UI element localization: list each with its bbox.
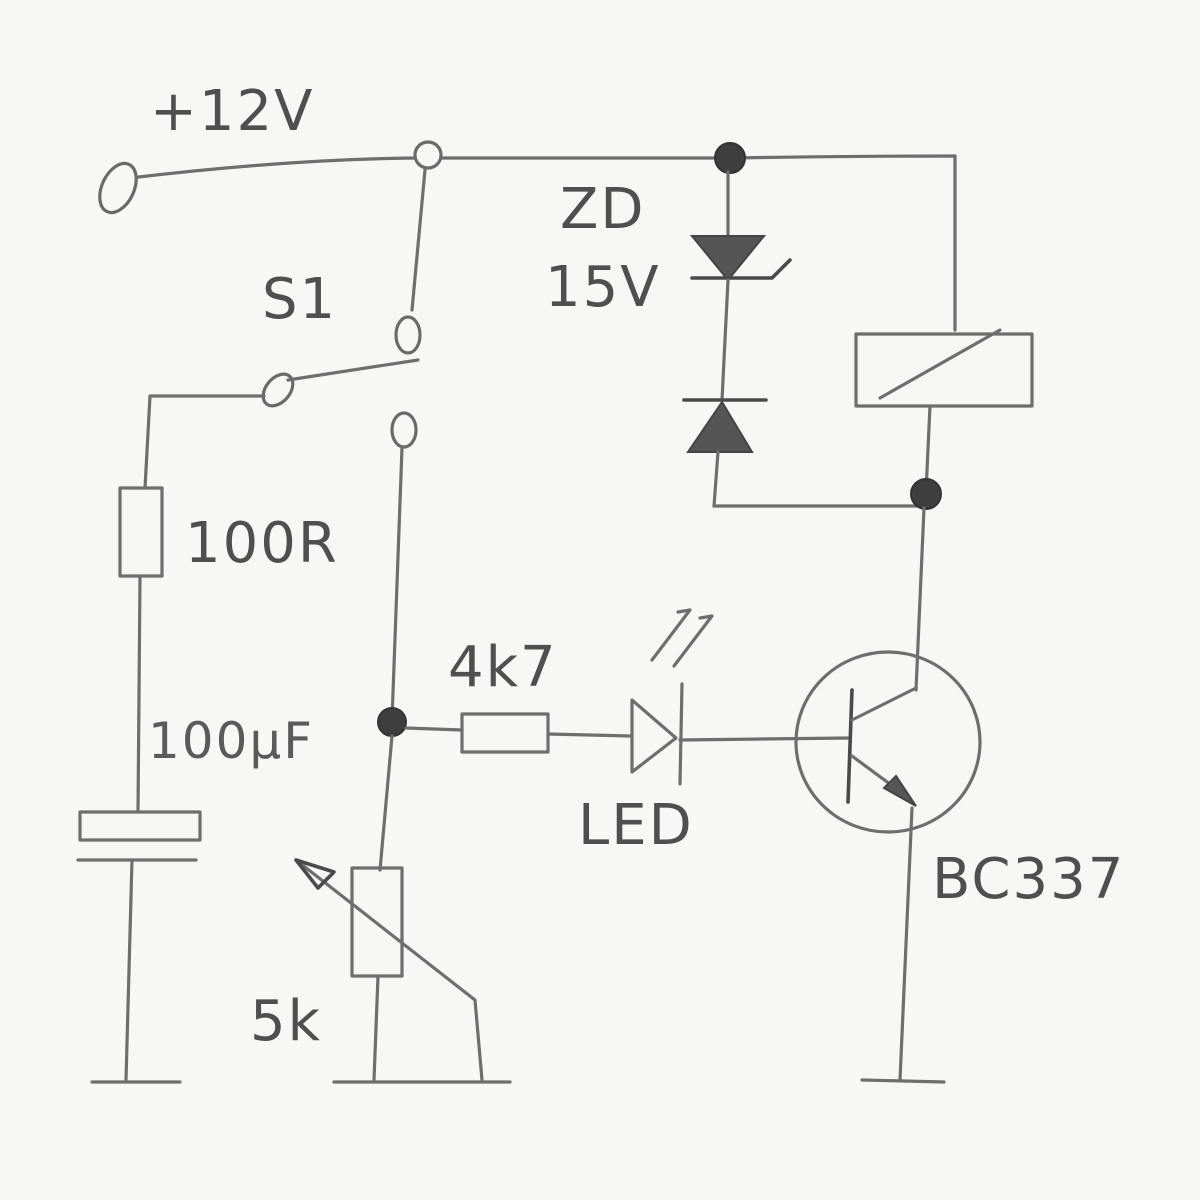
base-node xyxy=(377,707,407,737)
zener-name-label: ZD xyxy=(560,177,645,242)
pot-branch xyxy=(294,446,512,1084)
supply-terminal xyxy=(98,161,138,215)
led-light-rays-icon xyxy=(650,608,714,668)
relay-coil-box xyxy=(854,332,1034,408)
pot-arrow-icon xyxy=(294,858,336,890)
collector-node xyxy=(910,478,942,510)
switch-s1 xyxy=(261,168,427,449)
led-label: LED xyxy=(578,793,694,858)
rail-junction-zener xyxy=(714,142,746,174)
zener-bar xyxy=(690,258,792,280)
switch-label: S1 xyxy=(262,267,337,332)
resistor-100r xyxy=(118,486,164,578)
zener-branch xyxy=(682,170,922,508)
pot-wiper xyxy=(294,858,484,1082)
capacitor-plate-top xyxy=(78,810,202,842)
relay-coil xyxy=(854,328,1034,692)
transistor-label: BC337 xyxy=(932,847,1125,912)
relay-coil-slash xyxy=(878,328,1002,400)
switch-pivot xyxy=(261,372,295,408)
zener-diode xyxy=(689,235,767,282)
base-drive xyxy=(404,608,852,786)
ground-right xyxy=(860,1078,946,1084)
led-symbol xyxy=(630,698,678,774)
transistor-bc337 xyxy=(794,650,982,1084)
resistor-4k7-label: 4k7 xyxy=(448,635,558,700)
rail-junction-switch xyxy=(413,140,443,170)
switch-contact-top xyxy=(394,315,422,355)
supply-rail xyxy=(98,140,957,332)
transistor-body xyxy=(794,650,982,834)
resistor-100r-label: 100R xyxy=(185,511,339,576)
zener-voltage-label: 15V xyxy=(545,255,661,320)
resistor-4k7 xyxy=(460,712,550,754)
capacitor-label: 100µF xyxy=(148,712,314,770)
rc-branch xyxy=(76,394,266,1084)
switch-contact-bottom xyxy=(390,411,418,449)
emitter-arrow-icon xyxy=(882,774,917,807)
supply-label: +12V xyxy=(150,79,315,144)
flyback-diode xyxy=(686,400,754,453)
transistor-base-bar xyxy=(846,688,854,804)
pot-label: 5k xyxy=(250,989,322,1054)
